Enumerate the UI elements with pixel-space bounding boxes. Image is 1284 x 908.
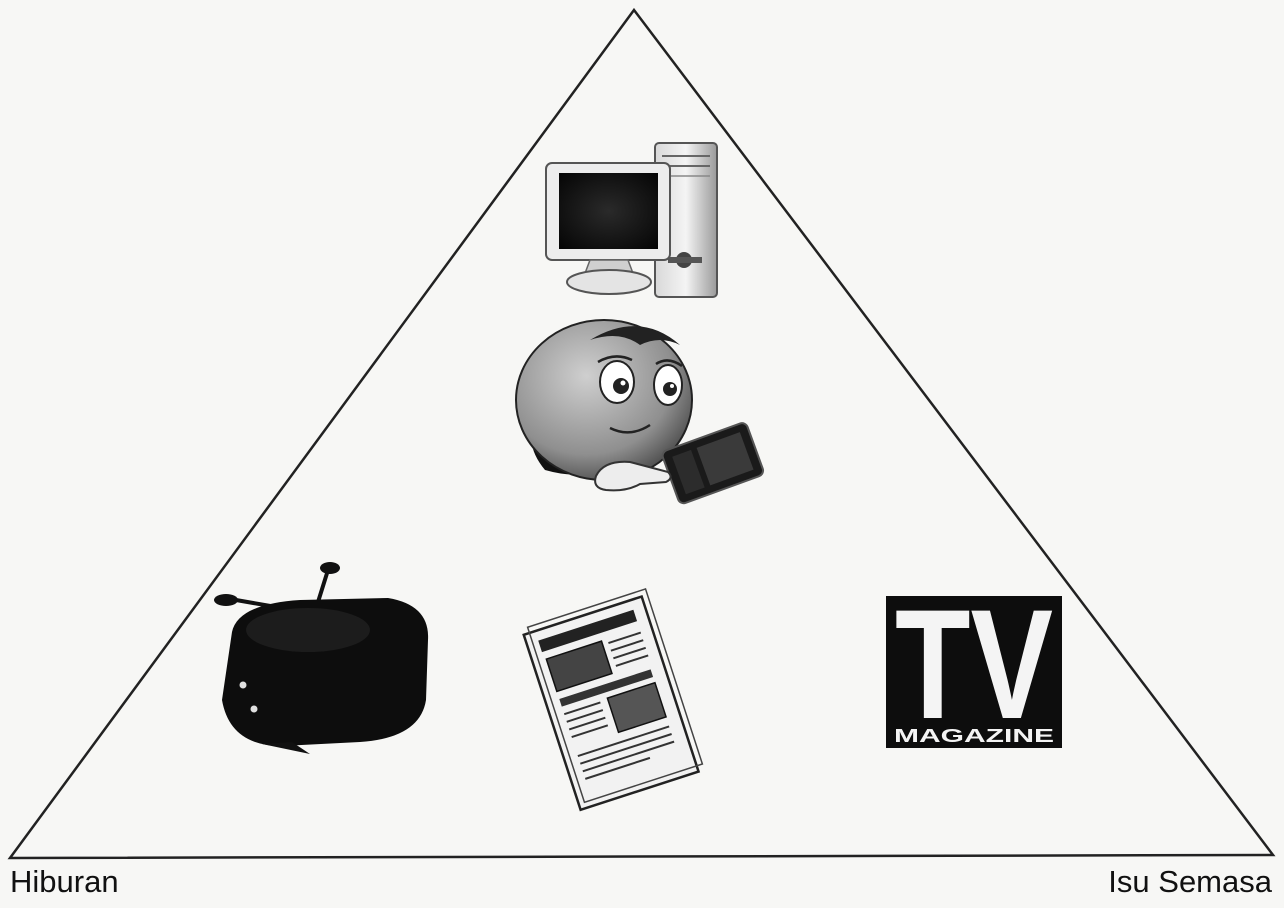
label-isu-semasa: Isu Semasa [1108, 866, 1272, 897]
face-with-phone-icon [516, 320, 765, 505]
newspaper-icon [522, 589, 704, 810]
retro-radio-icon [214, 562, 428, 754]
tv-magazine-logo: TV MAGAZINE [886, 578, 1062, 752]
desktop-computer-icon [546, 143, 717, 297]
tv-magazine-small-text: MAGAZINE [894, 726, 1054, 746]
label-hiburan: Hiburan [10, 866, 119, 897]
